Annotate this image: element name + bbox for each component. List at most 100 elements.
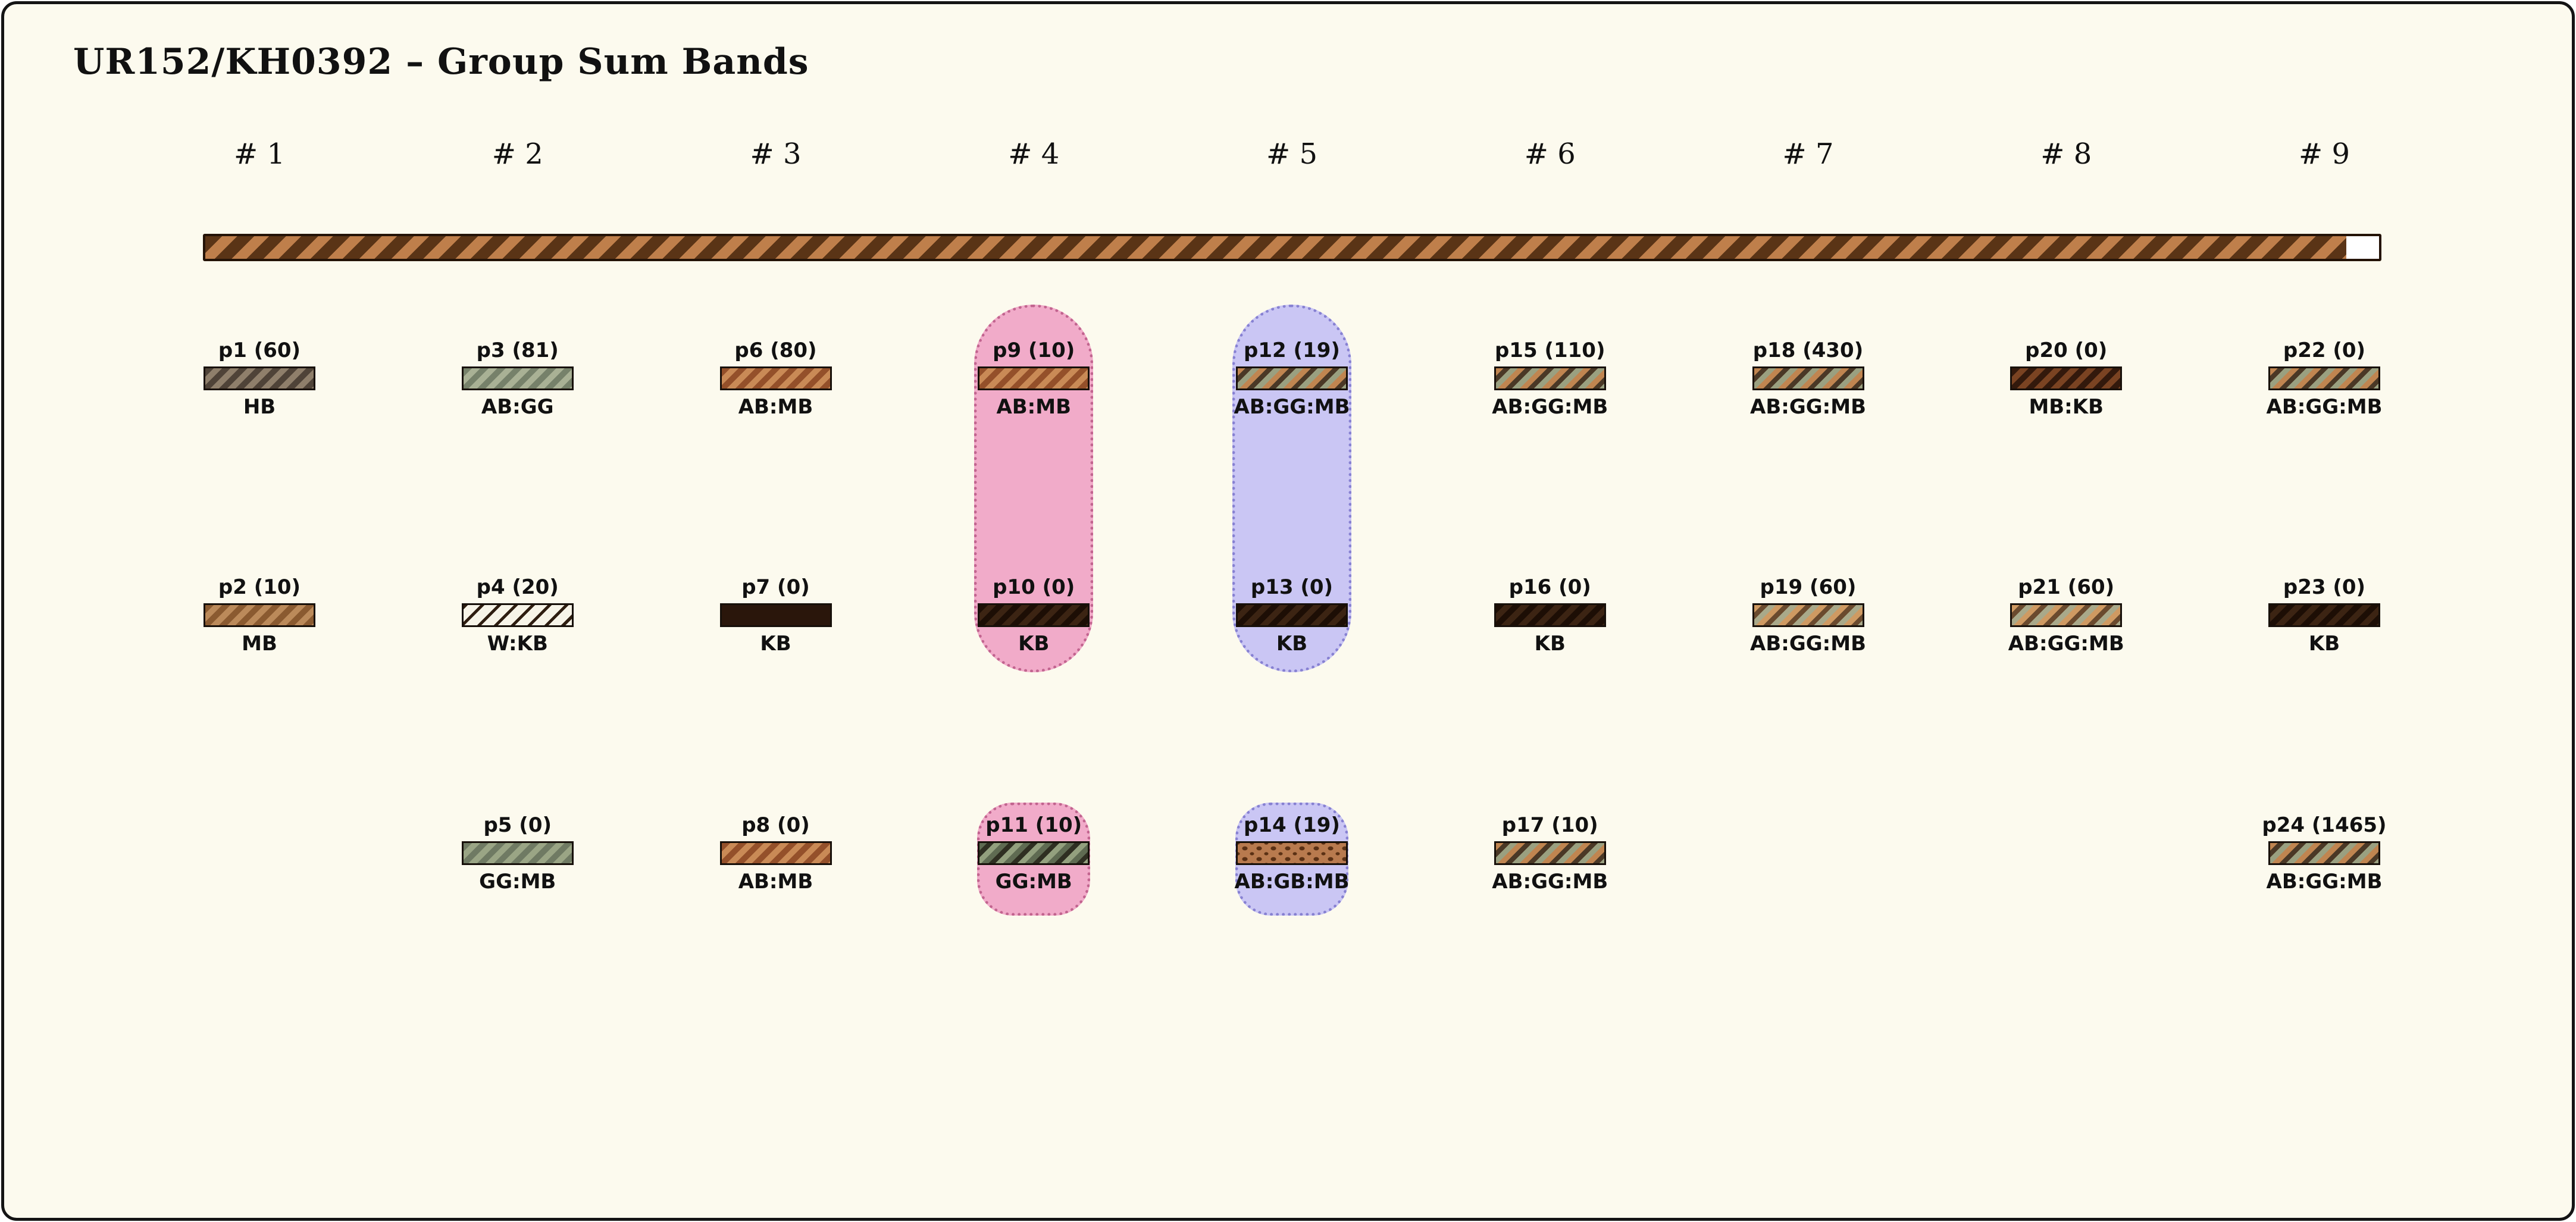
band-item-label: p4 (20) (476, 575, 559, 599)
column-header: # 9 (2298, 137, 2350, 171)
band-item-p1: p1 (60) HB (176, 337, 343, 420)
band-item-p13: p13 (0) KB (1209, 574, 1375, 657)
band-item-p24: p24 (1465) AB:GG:MB (2241, 812, 2408, 895)
band-swatch (1236, 841, 1348, 865)
column-header: # 1 (233, 137, 285, 171)
band-item-label: p20 (0) (2025, 339, 2108, 362)
band-item-group: AB:GG:MB (1492, 870, 1608, 894)
band-item-label: p6 (80) (734, 339, 817, 362)
band-item-group: AB:GG:MB (1492, 395, 1608, 419)
band-item-p15: p15 (110) AB:GG:MB (1467, 337, 1633, 420)
band-item-label: p7 (0) (741, 575, 810, 599)
band-item-group: AB:MB (996, 395, 1072, 419)
band-item-label: p23 (0) (2283, 575, 2366, 599)
band-item-group: KB (1534, 632, 1566, 656)
band-item-p7: p7 (0) KB (693, 574, 859, 657)
band-item-p23: p23 (0) KB (2241, 574, 2408, 657)
reference-band-fill (205, 236, 2347, 259)
band-item-p14: p14 (19) AB:GB:MB (1209, 812, 1375, 895)
column-header: # 2 (492, 137, 543, 171)
band-item-group: AB:GG:MB (2266, 870, 2383, 894)
band-item-p10: p10 (0) KB (950, 574, 1117, 657)
band-item-p8: p8 (0) AB:MB (693, 812, 859, 895)
band-swatch (461, 603, 574, 627)
band-swatch (719, 366, 832, 390)
column-header: # 8 (2040, 137, 2092, 171)
band-item-group: GG:MB (995, 870, 1072, 894)
band-swatch (2010, 366, 2123, 390)
band-item-p5: p5 (0) GG:MB (434, 812, 601, 895)
band-swatch (978, 841, 1090, 865)
band-item-group: AB:GG (481, 395, 554, 419)
band-item-group: KB (1276, 632, 1308, 656)
band-item-label: p11 (10) (985, 813, 1082, 837)
band-swatch (461, 366, 574, 390)
band-item-label: p15 (110) (1494, 339, 1605, 362)
band-swatch (2010, 603, 2123, 627)
band-item-group: KB (2308, 632, 2340, 656)
band-swatch (1752, 603, 1864, 627)
band-swatch (1494, 603, 1606, 627)
band-item-group: AB:GG:MB (2008, 632, 2124, 656)
band-item-p20: p20 (0) MB:KB (1983, 337, 2149, 420)
band-item-group: W:KB (487, 632, 548, 656)
column-header: # 5 (1266, 137, 1317, 171)
band-item-label: p16 (0) (1508, 575, 1591, 599)
band-item-group: MB:KB (2029, 395, 2104, 419)
band-item-label: p3 (81) (476, 339, 559, 362)
band-item-group: KB (760, 632, 791, 656)
reference-band (203, 234, 2381, 261)
band-item-p18: p18 (430) AB:GG:MB (1725, 337, 1892, 420)
band-item-label: p12 (19) (1244, 339, 1340, 362)
column-header: # 4 (1008, 137, 1060, 171)
band-swatch (2268, 603, 2380, 627)
band-item-label: p24 (1465) (2262, 813, 2387, 837)
band-item-label: p9 (10) (993, 339, 1075, 362)
band-swatch (978, 603, 1090, 627)
band-item-label: p17 (10) (1501, 813, 1598, 837)
band-swatch (1752, 366, 1864, 390)
band-item-p16: p16 (0) KB (1467, 574, 1633, 657)
band-item-label: p19 (60) (1760, 575, 1857, 599)
band-swatch (1494, 841, 1606, 865)
band-item-label: p22 (0) (2283, 339, 2366, 362)
band-item-group: AB:GG:MB (2266, 395, 2383, 419)
band-item-group: KB (1018, 632, 1050, 656)
page-title: UR152/KH0392 – Group Sum Bands (73, 41, 809, 83)
band-swatch (1494, 366, 1606, 390)
band-item-label: p21 (60) (2018, 575, 2115, 599)
band-swatch (1236, 366, 1348, 390)
band-swatch (204, 603, 315, 627)
band-item-p4: p4 (20) W:KB (434, 574, 601, 657)
band-swatch (719, 603, 832, 627)
band-item-group: AB:MB (738, 395, 813, 419)
band-item-group: MB (242, 632, 277, 656)
band-item-p6: p6 (80) AB:MB (693, 337, 859, 420)
band-item-group: AB:GB:MB (1234, 870, 1350, 894)
band-swatch (2268, 366, 2380, 390)
band-item-group: AB:GG:MB (1750, 632, 1866, 656)
band-swatch (978, 366, 1090, 390)
column-header: # 6 (1524, 137, 1576, 171)
band-item-p9: p9 (10) AB:MB (950, 337, 1117, 420)
band-item-p17: p17 (10) AB:GG:MB (1467, 812, 1633, 895)
band-item-label: p18 (430) (1752, 339, 1864, 362)
band-item-group: HB (243, 395, 276, 419)
band-item-label: p5 (0) (483, 813, 552, 837)
band-item-label: p13 (0) (1250, 575, 1334, 599)
band-item-label: p2 (10) (218, 575, 301, 599)
band-item-p22: p22 (0) AB:GG:MB (2241, 337, 2408, 420)
band-item-p12: p12 (19) AB:GG:MB (1209, 337, 1375, 420)
band-item-label: p8 (0) (741, 813, 810, 837)
column-header: # 7 (1782, 137, 1834, 171)
band-item-group: AB:GG:MB (1750, 395, 1866, 419)
band-swatch (719, 841, 832, 865)
band-swatch (461, 841, 574, 865)
column-header: # 3 (750, 137, 802, 171)
band-item-label: p1 (60) (218, 339, 301, 362)
band-item-p21: p21 (60) AB:GG:MB (1983, 574, 2149, 657)
band-item-label: p14 (19) (1244, 813, 1340, 837)
band-item-group: GG:MB (479, 870, 556, 894)
band-swatch (204, 366, 315, 390)
band-item-group: AB:MB (738, 870, 813, 894)
